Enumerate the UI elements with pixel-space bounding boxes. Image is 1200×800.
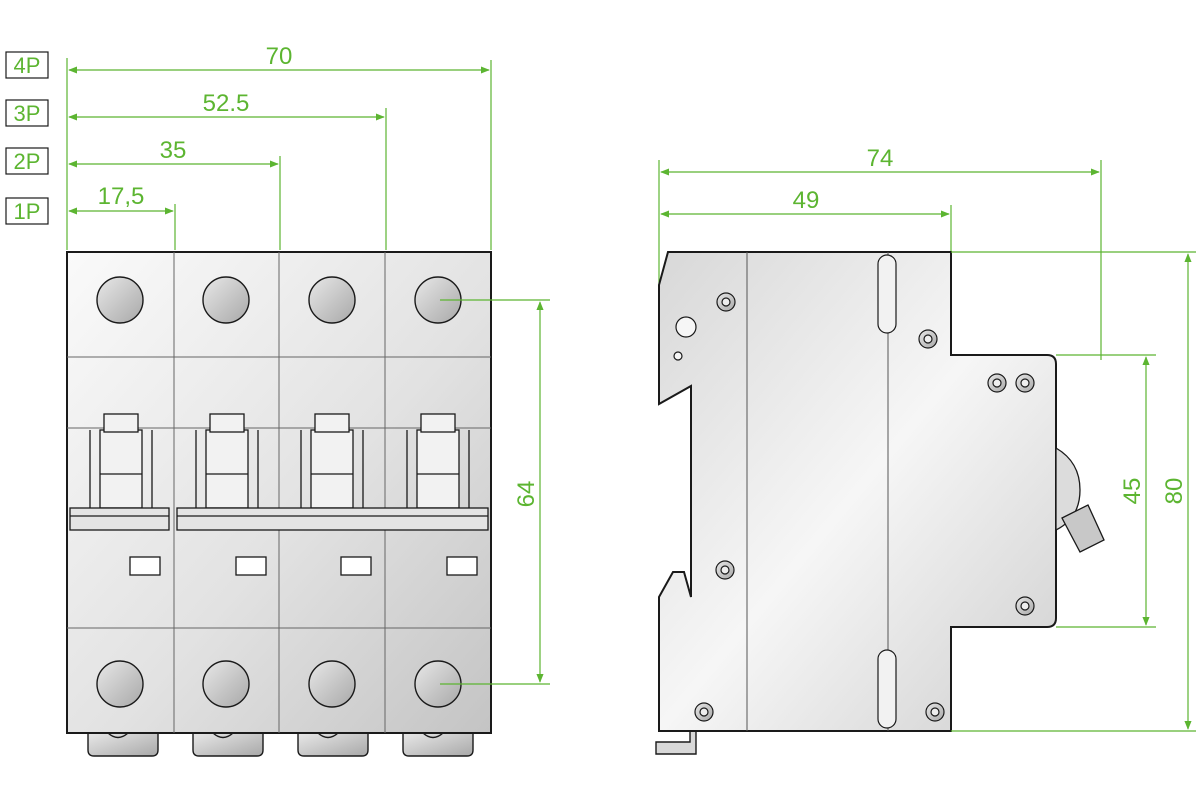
side-depth-dimensions [658,160,1102,360]
din-rail-clips [87,732,474,757]
dimension-label-49: 49 [793,187,820,214]
pole-label-text: 3P [14,101,41,126]
side-height-dimensions [951,251,1196,732]
dimension-label-64: 64 [513,481,540,508]
top-terminal-screw [202,276,250,324]
side-toggle-lever [1061,504,1105,553]
dimension-label-35: 35 [160,137,187,164]
pole-label-text: 1P [14,199,41,224]
top-terminal-screw [96,276,144,324]
bottom-terminal-screw [202,660,250,708]
top-terminal-screws [96,276,462,324]
din-clip-foot [655,729,697,755]
pole-label-1p: 1P [5,197,49,225]
side-rivets [694,292,1035,722]
pole-label-3p: 3P [5,99,49,127]
pole-labels: 4P 3P 2P 1P [5,51,49,225]
front-width-dimensions [66,58,492,250]
bottom-terminal-screws [96,660,462,708]
pole-label-4p: 4P [5,51,49,79]
pole-label-text: 2P [14,149,41,174]
pole-label-text: 4P [14,53,41,78]
toggle-levers [89,413,470,509]
breaker-front-view [66,251,492,757]
dimension-label-70: 70 [266,43,293,70]
side-toggle-knob [1055,446,1081,532]
handle-tie-bar [69,507,489,531]
status-indicator-windows [129,556,478,576]
breaker-side-view [655,251,1105,755]
dimension-label-45: 45 [1119,478,1146,505]
bottom-terminal-screw [308,660,356,708]
dimension-label-74: 74 [867,145,894,172]
terminal-distance-dimension [440,299,550,685]
bottom-terminal-screw [96,660,144,708]
dimension-label-80: 80 [1161,478,1188,505]
pole-label-2p: 2P [5,147,49,175]
dimension-label-52-5: 52.5 [203,90,250,117]
top-terminal-screw [308,276,356,324]
dimension-label-17-5: 17,5 [98,183,145,210]
